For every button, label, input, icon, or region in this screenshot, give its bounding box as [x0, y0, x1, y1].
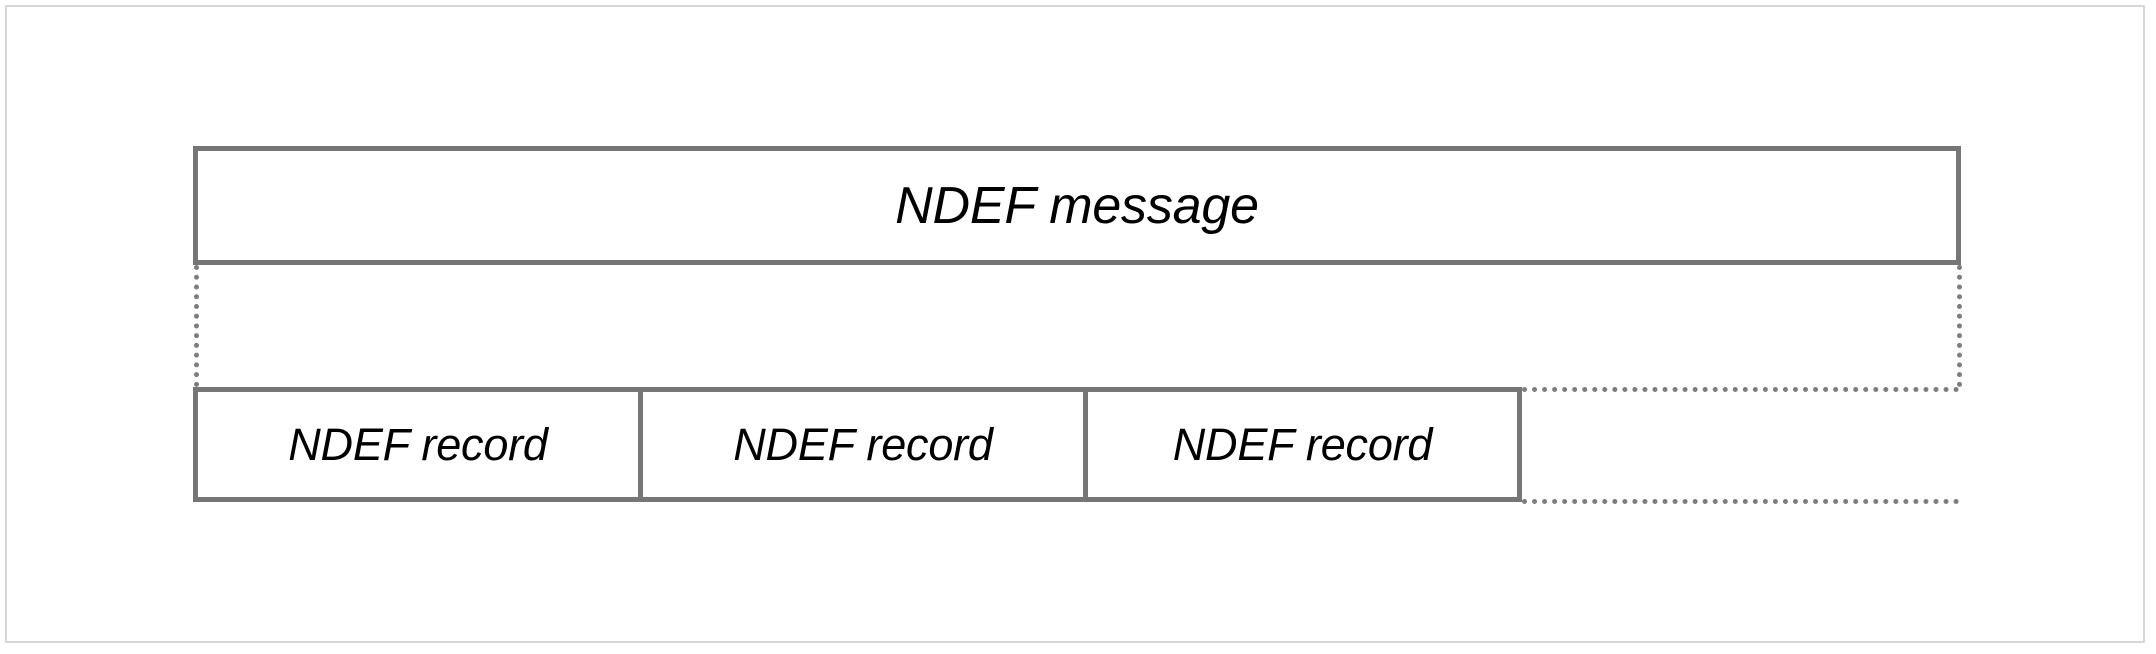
ndef-message-label: NDEF message [895, 176, 1259, 235]
expansion-guide-right-dotted-line [1957, 265, 1962, 387]
page-frame [5, 5, 2145, 643]
ndef-record-box: NDEF record [1083, 392, 1517, 497]
ndef-record-label: NDEF record [1172, 419, 1433, 470]
record-continuation-top-dotted-line [1522, 387, 1959, 392]
ndef-record-box: NDEF record [638, 392, 1083, 497]
ndef-message-box: NDEF message [193, 146, 1961, 265]
ndef-record-label: NDEF record [733, 419, 993, 470]
ndef-record-label: NDEF record [288, 419, 548, 470]
ndef-record-box: NDEF record [198, 392, 638, 497]
record-continuation-bottom-dotted-line [1522, 499, 1959, 504]
expansion-guide-left-dotted-line [194, 265, 199, 387]
ndef-record-row: NDEF record NDEF record NDEF record [193, 387, 1522, 502]
